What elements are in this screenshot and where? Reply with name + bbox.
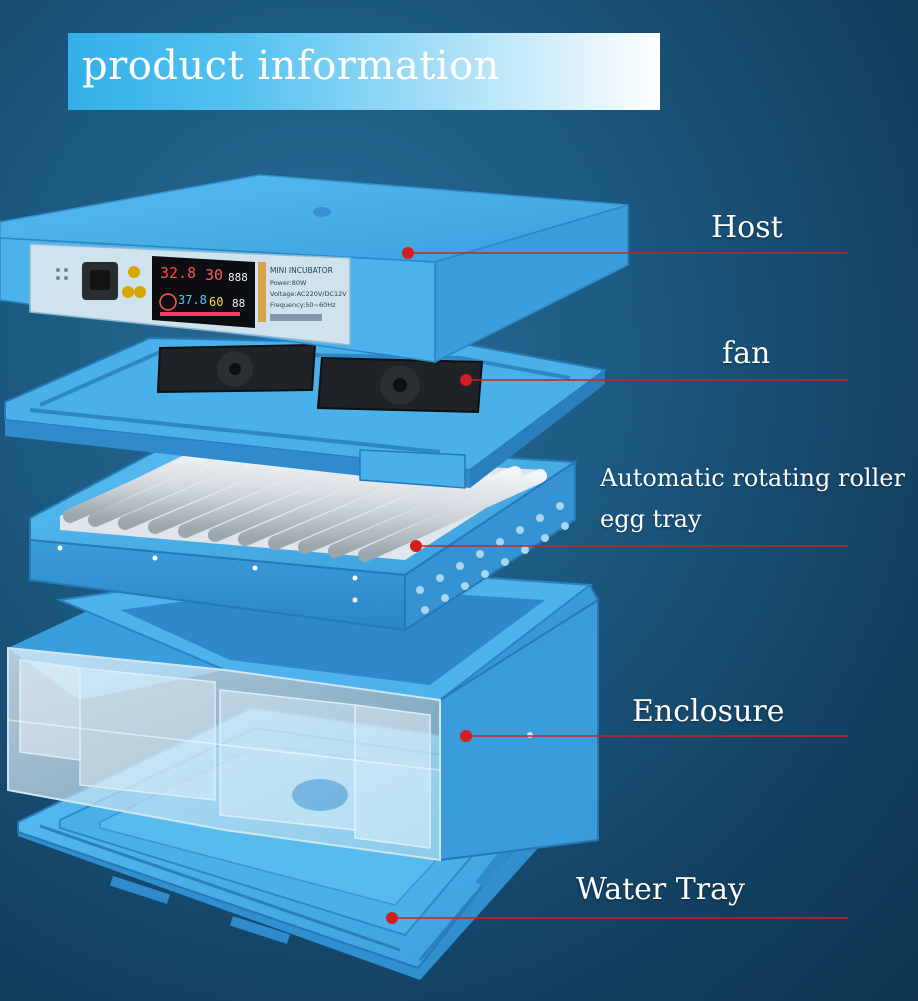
button-icon (128, 266, 140, 278)
spec-frequency: Frequency:50~60Hz (270, 301, 336, 309)
label-host: Host (711, 210, 783, 245)
spec-model: MINI INCUBATOR (270, 266, 333, 275)
label-tray-line1: Automatic rotating roller (600, 464, 905, 492)
callout-water-tray (386, 912, 848, 924)
fan-icon (316, 356, 484, 414)
display-row2a: 37.8 (178, 293, 207, 307)
spec-power: Power:80W (270, 279, 307, 287)
label-water-tray: Water Tray (576, 872, 745, 907)
host-unit: 32.8 30 888 37.8 60 88 MINI INCUBATOR Po… (0, 174, 629, 364)
banner-title: product information (82, 43, 500, 89)
side-strip (258, 262, 266, 322)
power-socket (82, 262, 118, 300)
fan-icon (156, 343, 317, 394)
button-icon (122, 286, 134, 298)
label-tray-line2: egg tray (600, 505, 702, 533)
enclosure (7, 563, 599, 862)
callout-host (402, 247, 848, 259)
display-row2b: 60 (209, 295, 223, 309)
spec-voltage: Voltage:AC220V/DC12V (270, 290, 347, 298)
title-banner: product information (68, 33, 660, 110)
label-enclosure: Enclosure (632, 694, 785, 729)
callout-enclosure (460, 730, 848, 742)
spec-label: MINI INCUBATOR Power:80W Voltage:AC220V/… (270, 266, 347, 321)
callout-fan (460, 374, 848, 386)
display-hum: 30 (205, 266, 223, 284)
display-days: 888 (228, 271, 248, 284)
button-icon (134, 286, 146, 298)
callouts (386, 247, 848, 924)
label-fan: fan (722, 336, 771, 371)
speaker-grille (56, 268, 68, 280)
display-temp: 32.8 (160, 264, 196, 282)
callout-tray (410, 540, 848, 552)
display-row2c: 88 (232, 297, 245, 310)
control-panel: 32.8 30 888 37.8 60 88 MINI INCUBATOR Po… (29, 243, 351, 346)
lcd-display: 32.8 30 888 37.8 60 88 (152, 256, 255, 328)
